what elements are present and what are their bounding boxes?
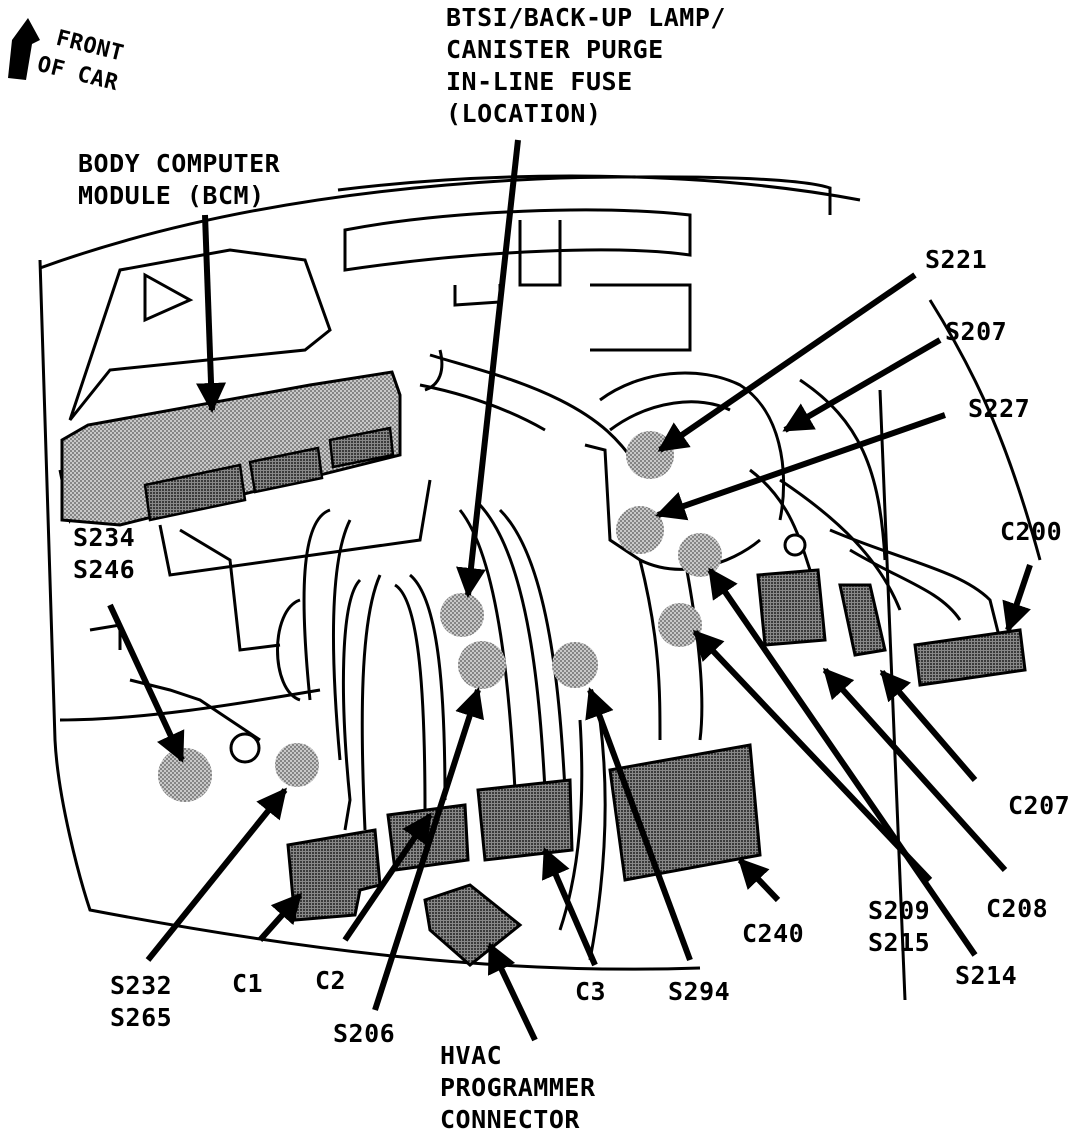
c207-connector [838,583,887,657]
s209-s215-label: S209 S215 [868,896,931,957]
c2-label: C2 [315,966,347,995]
c208-connector [756,568,827,647]
main-harness [276,349,1002,961]
c207-label: C207 [1008,791,1071,820]
ground-stud [229,732,261,764]
s227-label: S227 [968,394,1031,423]
front-of-car-arrow-icon [8,18,40,80]
c3-connector [476,778,574,862]
hvac-connector-label: HVAC PROGRAMMER CONNECTOR [440,1041,596,1134]
hvac-connector [423,883,523,967]
s214-label: S214 [955,961,1018,990]
c240-label: C240 [742,919,805,948]
connectors [229,533,1027,967]
c3-label: C3 [575,977,607,1006]
fuse-location-label: BTSI/BACK-UP LAMP/ CANISTER PURGE IN-LIN… [446,3,726,128]
leader-arrows [107,139,1033,1042]
s294-label: S294 [668,977,731,1006]
s207-label: S207 [945,317,1008,346]
bcm-module [60,370,432,577]
c1-label: C1 [232,969,264,998]
c200-connector [913,628,1027,687]
s221-label: S221 [925,245,988,274]
s206-label: S206 [333,1019,396,1048]
bcm-label: BODY COMPUTER MODULE (BCM) [78,149,281,210]
s234-s246-label: S234 S246 [73,523,136,584]
c208-label: C208 [986,894,1049,923]
s232-s265-label: S232 S265 [110,971,173,1032]
c200-label: C200 [1000,517,1063,546]
